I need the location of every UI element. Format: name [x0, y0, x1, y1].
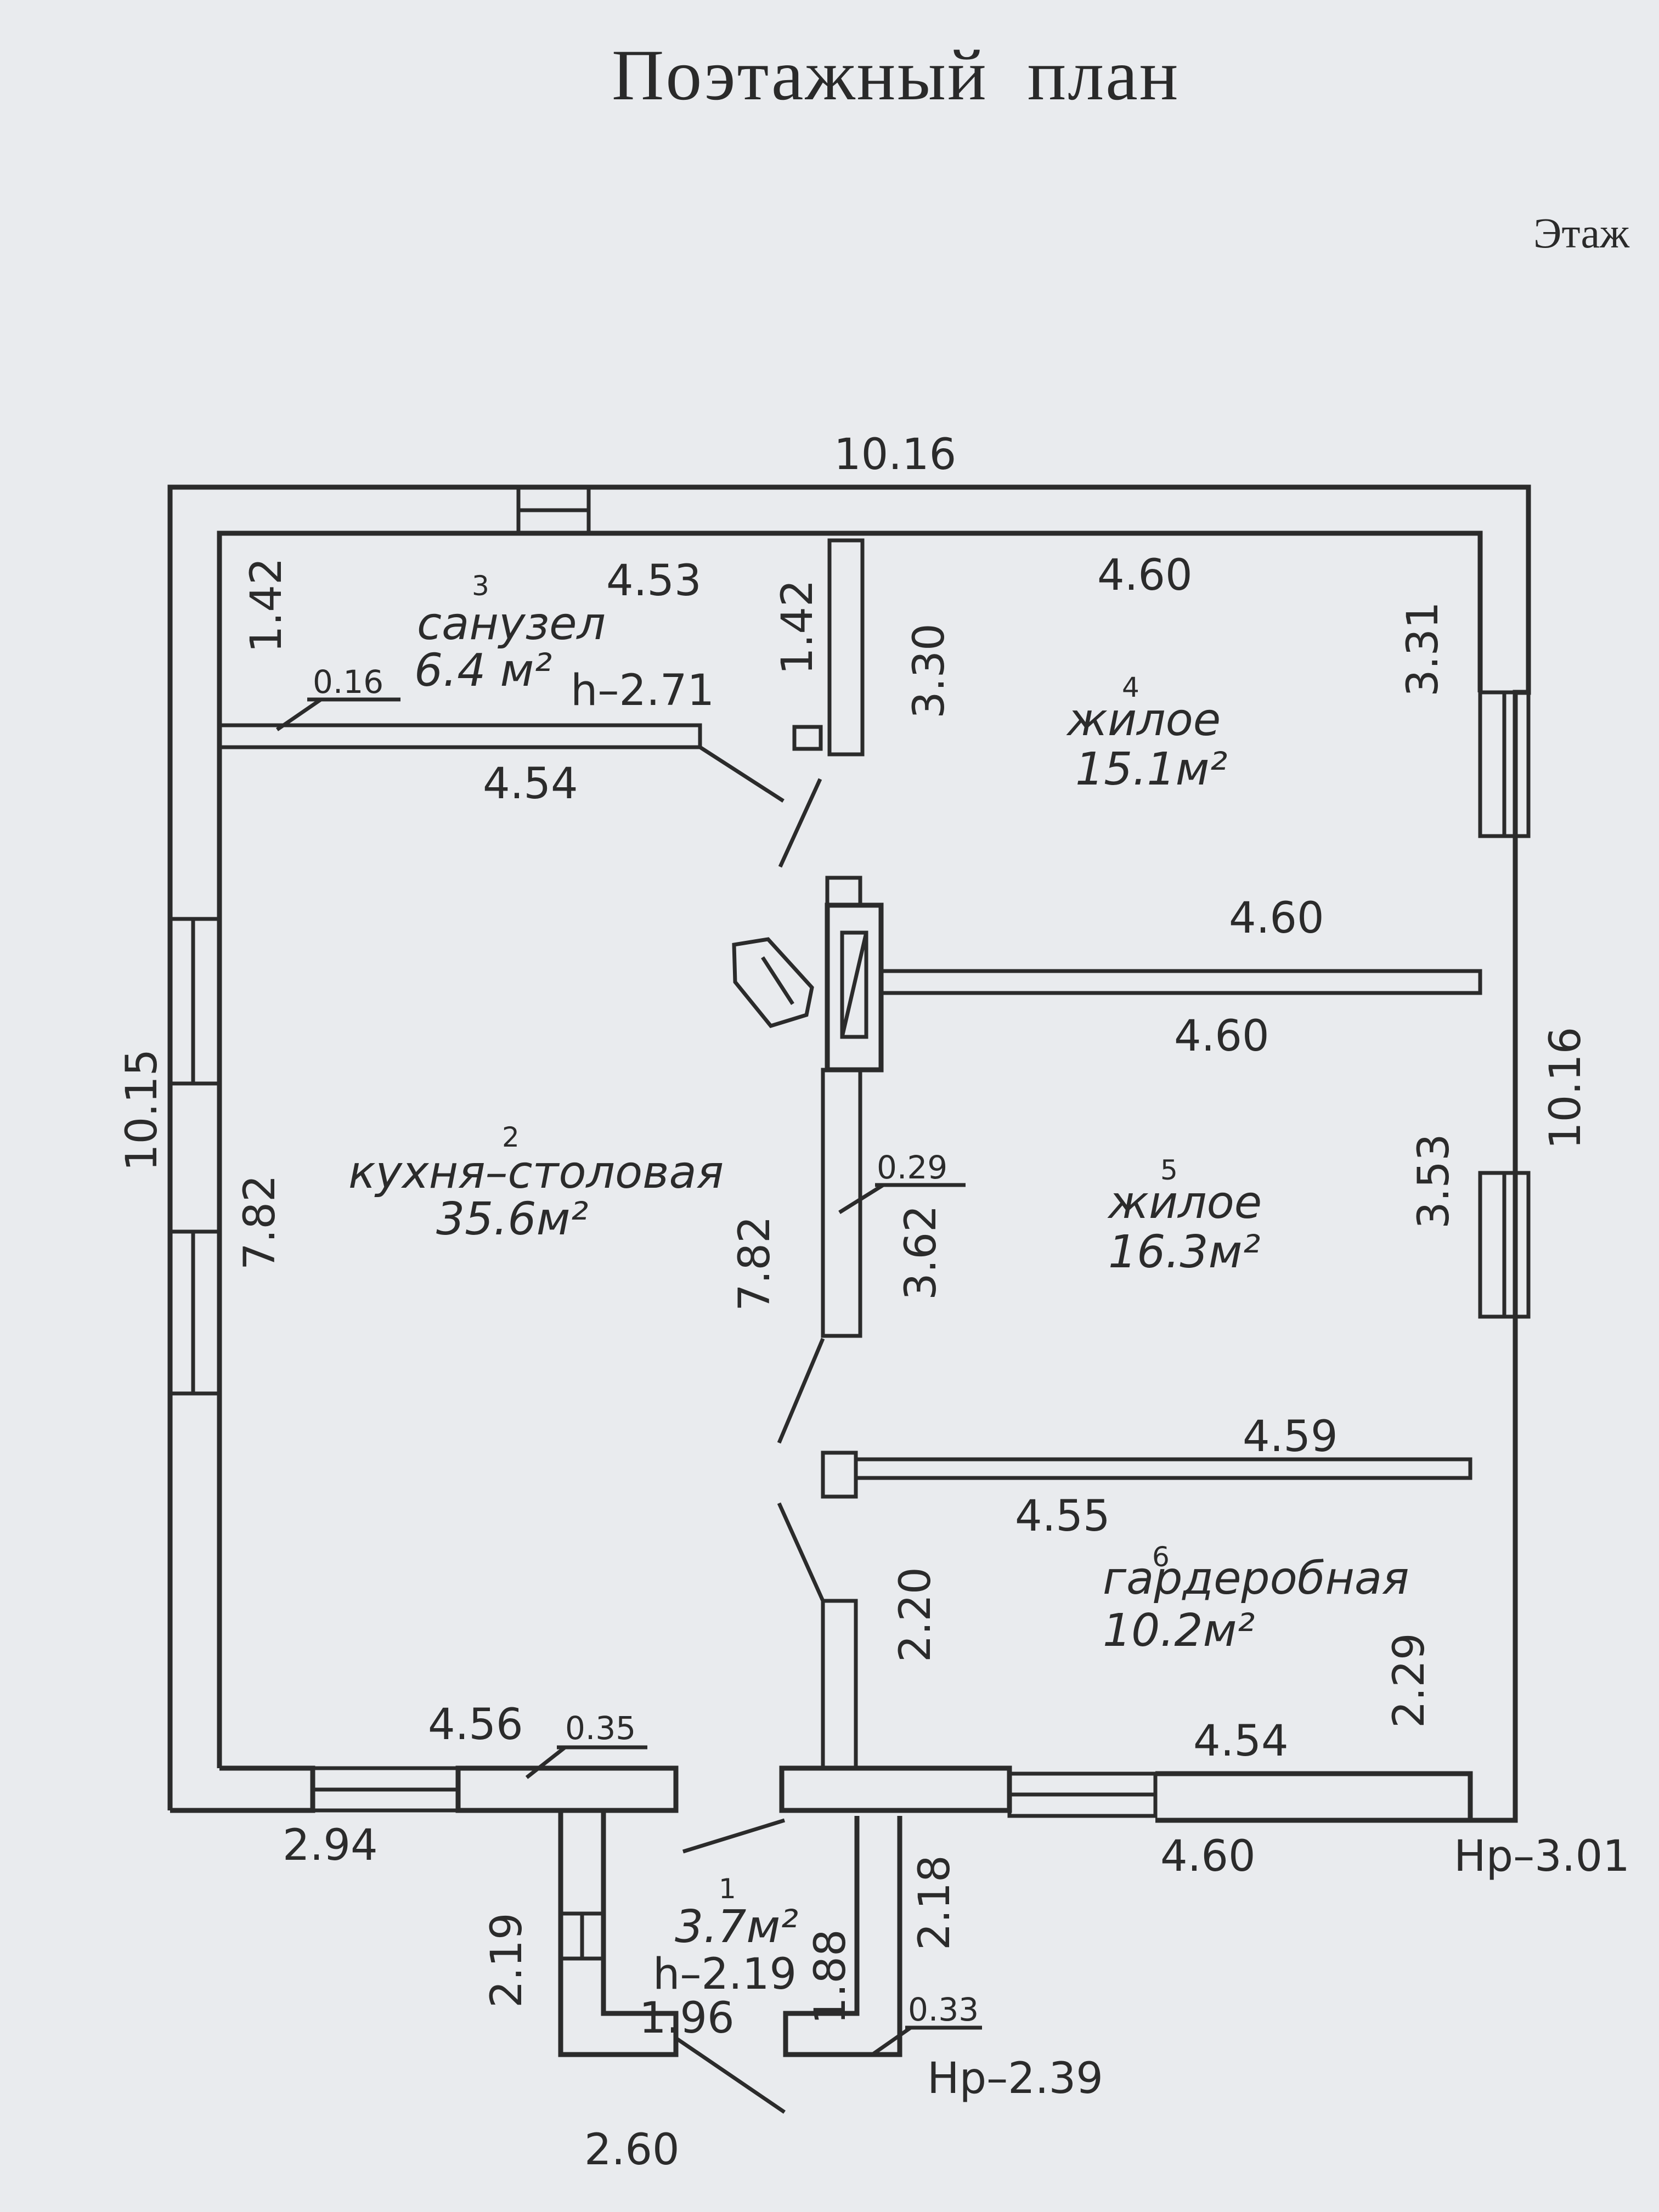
- room-5-number: 5: [1160, 1154, 1178, 1186]
- room-4-name: жилое: [1066, 694, 1221, 746]
- dim-r4-right: 3.31: [1398, 601, 1448, 697]
- dim-kitchen-left: 7.82: [235, 1175, 285, 1270]
- spine-wall-low: [821, 1599, 858, 1770]
- dim-r6-right: 2.29: [1385, 1633, 1434, 1728]
- hp-vestibule: Hp–2.39: [927, 2054, 1103, 2103]
- r4-door: [778, 778, 822, 868]
- room-5-name: жилое: [1107, 1177, 1262, 1229]
- r5-door: [777, 1338, 825, 1444]
- leader-016: [276, 698, 322, 731]
- room-4-number: 4: [1122, 672, 1139, 703]
- dim-r4-bottom: 4.60: [1229, 894, 1324, 943]
- dim-wall-035: 0.35: [565, 1709, 636, 1747]
- hp-main: Hp–3.01: [1454, 1832, 1630, 1881]
- spine-post: [792, 725, 823, 751]
- room-labels: 3 санузел 6.4 м² h–2.71 4 жилое 15.1м² 2…: [348, 570, 1409, 1999]
- r5-r6-partition: [854, 1457, 1472, 1480]
- outer-wall-bottom-mid: [455, 1765, 679, 1813]
- dimensions: 10.16 10.15 10.16 4.53 1.42 1.42 4.54 0.…: [117, 430, 1630, 2175]
- dim-r6-bottom: 4.54: [1193, 1717, 1289, 1766]
- walls: [167, 484, 1531, 2114]
- dim-vest-bottom: 2.60: [584, 2125, 680, 2175]
- dim-out-bottom-right: 4.60: [1160, 1832, 1256, 1881]
- spine-wall-top: [827, 538, 865, 757]
- dim-overall-top: 10.16: [834, 430, 956, 479]
- outer-wall-bottom-far-right: [1155, 1771, 1473, 1820]
- room-4-area: 15.1м²: [1075, 743, 1227, 795]
- dim-r5-top: 4.60: [1174, 1012, 1269, 1061]
- spine-wall-mid: [821, 1068, 862, 1338]
- inner-wall-outline: [217, 531, 1483, 1768]
- room-6-name: гардеробная: [1103, 1553, 1409, 1605]
- room-3-name: санузел: [417, 598, 606, 650]
- entry-door: [682, 1818, 786, 1854]
- room-3-area: 6.4 м²: [414, 645, 552, 697]
- dim-vest-left: 2.19: [482, 1912, 532, 2008]
- dim-r6-top: 4.59: [1243, 1412, 1338, 1462]
- vestibule-left-wall: [558, 1810, 679, 2057]
- dim-vest-right-inner: 1.88: [806, 1929, 855, 2024]
- spine-post-low: [821, 1451, 858, 1499]
- dim-wall-033: 0.33: [908, 1991, 979, 2028]
- stove: [732, 937, 814, 1029]
- r4-r5-partition: [879, 969, 1482, 995]
- floor-label: Этаж: [1533, 209, 1630, 257]
- room-2-number: 2: [502, 1121, 520, 1153]
- dim-r4-left: 3.30: [905, 623, 954, 719]
- dim-r6-left: 2.20: [891, 1567, 940, 1662]
- dim-overall-right: 10.16: [1541, 1027, 1590, 1149]
- dim-bath-top: 4.53: [606, 556, 702, 606]
- chimney-flue: [840, 930, 868, 1039]
- room-3-height: h–2.71: [571, 666, 714, 715]
- dim-out-bottom-left: 2.94: [283, 1821, 378, 1870]
- dim-overall-left: 10.15: [117, 1049, 167, 1171]
- room-6-number: 6: [1152, 1541, 1170, 1573]
- room-3-number: 3: [472, 570, 489, 602]
- leaders: [276, 697, 982, 2056]
- chimney-flue-diag: [840, 932, 868, 1037]
- dim-r6-top-inner: 4.55: [1015, 1492, 1110, 1541]
- dim-r4-top: 4.60: [1097, 551, 1193, 600]
- leader-035: [525, 1746, 567, 1779]
- room-2-name: кухня–столовая: [348, 1147, 724, 1199]
- dim-vest-inner: 1.96: [639, 1994, 735, 2043]
- dim-r5-left: 3.62: [896, 1205, 946, 1300]
- page-title: Поэтажный план: [612, 35, 1180, 115]
- outer-wall-bottom-right: [779, 1765, 1012, 1813]
- room-1-number: 1: [719, 1873, 736, 1905]
- dim-wall-029: 0.29: [877, 1149, 947, 1186]
- room-1-height: h–2.19: [653, 1950, 797, 1999]
- bath-door: [699, 746, 785, 803]
- stove-mark: [761, 956, 794, 1005]
- dim-r5-right: 3.53: [1409, 1133, 1459, 1229]
- dim-bath-bottom: 4.54: [483, 759, 578, 809]
- vestibule-right-wall: [783, 1816, 902, 2057]
- room-1-area: 3.7м²: [675, 1901, 798, 1953]
- r6-door: [777, 1502, 825, 1602]
- dim-vest-right: 2.18: [910, 1855, 960, 1950]
- bath-partition: [217, 723, 702, 749]
- room-2-area: 35.6м²: [436, 1193, 588, 1245]
- leader-029: [838, 1183, 884, 1214]
- outer-wall-bottom-left: [170, 1765, 315, 1813]
- dim-kitchen-right: 7.82: [730, 1216, 780, 1311]
- room-6-area: 10.2м²: [1103, 1605, 1255, 1657]
- room-5-area: 16.3м²: [1108, 1226, 1260, 1278]
- dim-bath-left: 1.42: [242, 557, 291, 653]
- leader-033: [871, 2026, 912, 2056]
- dim-wall-016: 0.16: [313, 663, 383, 701]
- dim-bath-right: 1.42: [773, 579, 822, 675]
- vestibule-door: [675, 2036, 786, 2114]
- dim-kitchen-bottom: 4.56: [428, 1700, 523, 1750]
- chimney-cap: [825, 876, 862, 907]
